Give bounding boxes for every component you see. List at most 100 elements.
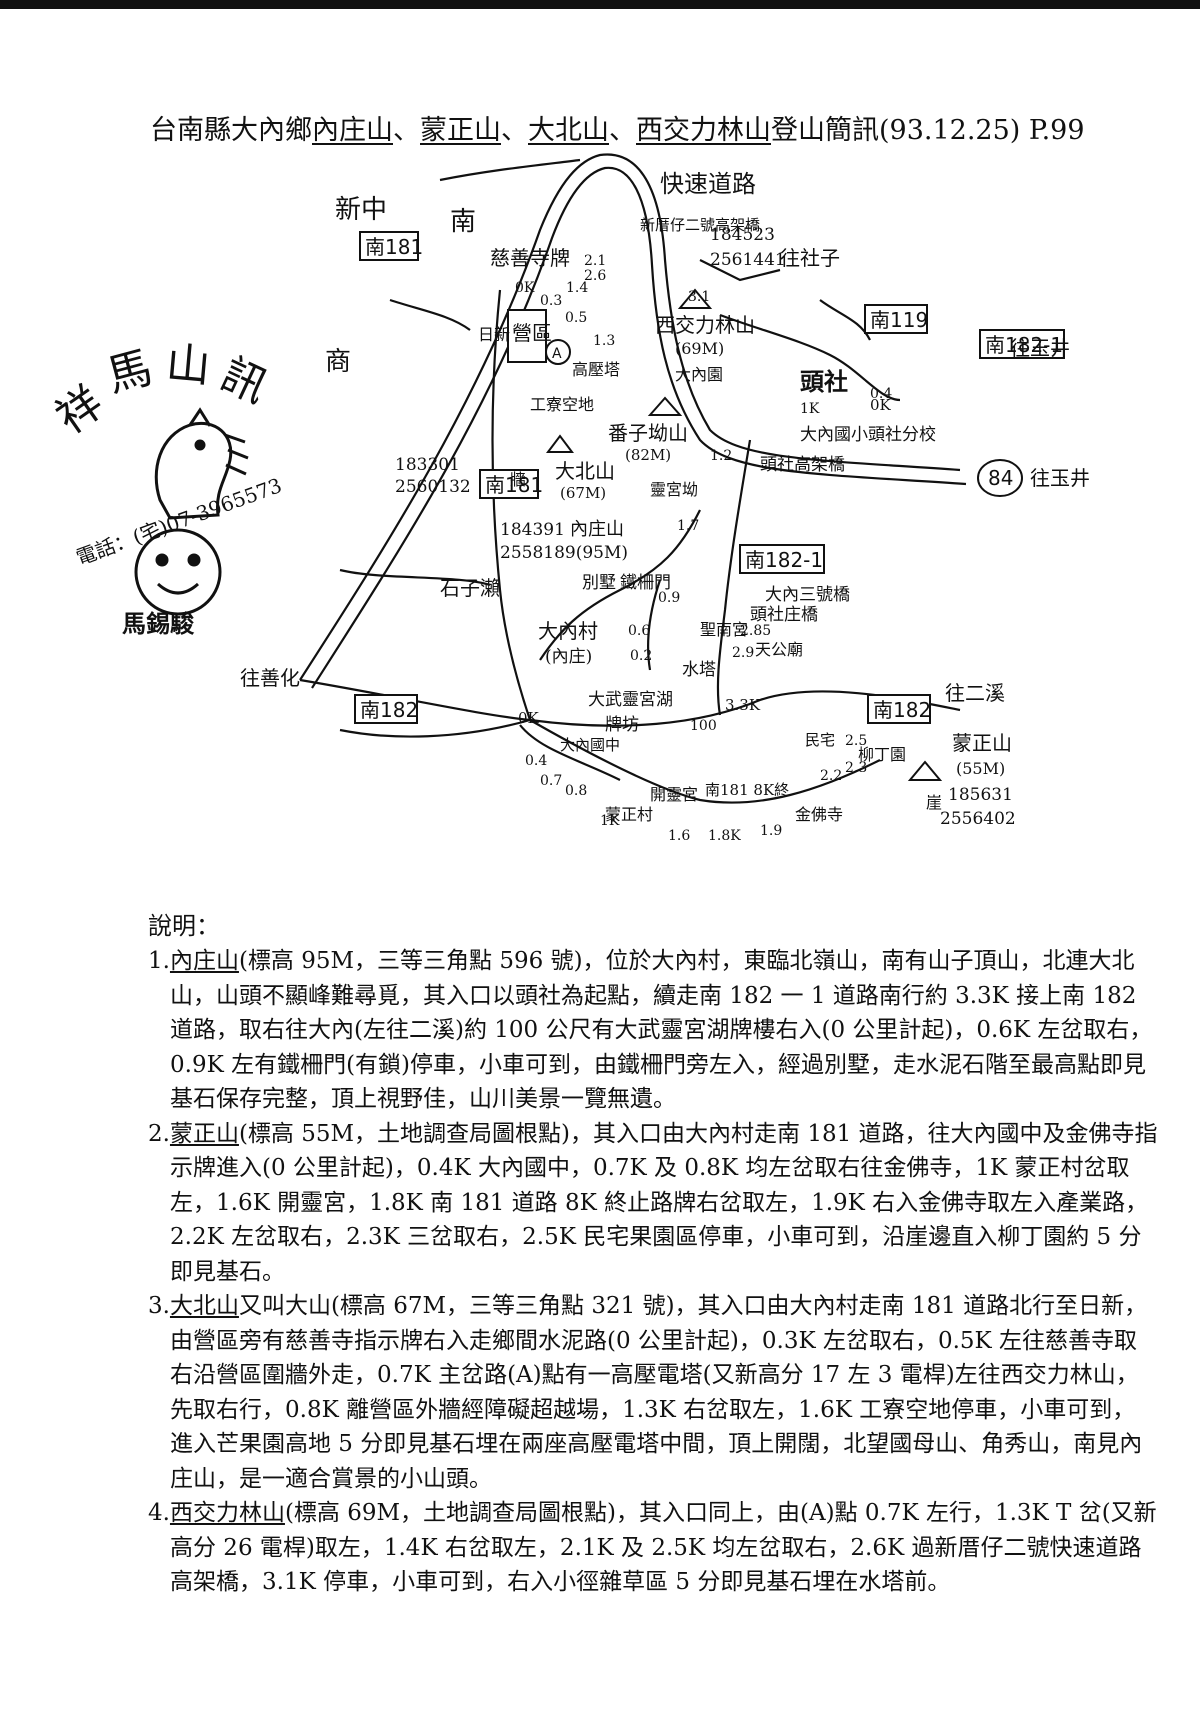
- km-19: 1.9: [760, 823, 782, 839]
- km-04-b: 0.4: [870, 386, 892, 402]
- label-kaiyinggong: 開靈宮: [650, 785, 698, 804]
- label-to-yujing1: 往玉井: [1010, 336, 1070, 360]
- label-to-shezi: 往社子: [780, 246, 840, 270]
- label-toushe-0k: 0K: [870, 396, 892, 414]
- km-14: 1.4: [566, 280, 588, 296]
- note-peak-name: 大北山: [169, 1293, 239, 1319]
- sign-nan182b: 南182: [873, 698, 931, 722]
- label-coord-w2: 2560132: [395, 477, 471, 497]
- km-21: 2.1: [584, 253, 606, 269]
- label-tiezhamen: 鐵柵門: [620, 573, 671, 593]
- route84-shield: [977, 459, 1023, 497]
- stamp-author: 馬錫駿: [122, 609, 195, 638]
- label-danei-cun2: (內庄): [545, 647, 592, 667]
- title-peak-neizhuang: 內庄山: [312, 115, 393, 146]
- label-danei-cun: 大內村: [538, 619, 598, 643]
- km-03: 0.3: [540, 293, 562, 309]
- note-peak-name: 蒙正山: [169, 1120, 239, 1147]
- notes-list: 1.內庄山(標高 95M，三等三角點 596 號)，位於大內村，東臨北嶺山，南有…: [148, 944, 1158, 1600]
- note-item: 2.蒙正山(標高 55M，土地調查局圖根點)，其入口由大內村走南 181 道路，…: [148, 1117, 1158, 1290]
- route-map: 快速道路 新中 南 商 南181 南181 南182 南182 南182-1 南…: [240, 153, 1090, 844]
- label-tousheqiao: 頭社高架橋: [760, 455, 845, 475]
- label-nan181-8k: 南181 8K終: [705, 781, 789, 799]
- km-18: 1.8K: [708, 828, 741, 844]
- label-neizhuang: 內庄山: [570, 519, 624, 540]
- label-to-yujing2: 往玉井: [1030, 466, 1090, 490]
- label-0k-top: 0K: [515, 280, 535, 296]
- km-29: 2.9: [732, 645, 754, 661]
- note-item: 3.大北山又叫大山(標高 67M，三等三角點 321 號)，其入口由大內村走南 …: [148, 1289, 1158, 1496]
- title-sep: 、: [501, 115, 528, 146]
- label-coord-ne1: 184523: [710, 225, 775, 245]
- label-cishansi: 慈善寺牌: [490, 246, 570, 270]
- label-toushe: 頭社: [800, 367, 848, 396]
- label-shang: 商: [325, 347, 351, 377]
- km-1k: 1K: [600, 813, 620, 829]
- label-to-shanhua: 往善化: [240, 666, 300, 690]
- label-100m: 100: [690, 718, 717, 734]
- km-02: 0.2: [630, 648, 652, 664]
- explain-heading: 說明：: [148, 912, 220, 940]
- km-23: 2.3: [845, 760, 867, 776]
- label-mengzheng-cun: 蒙正村: [605, 805, 653, 824]
- note-text: 又叫大山(標高 67M，三等三角點 321 號)，其入口由大內村走南 181 道…: [170, 1293, 1148, 1492]
- label-bieshu: 別墅: [582, 573, 616, 593]
- title-prefix: 台南縣大內鄉: [150, 115, 312, 146]
- label-expressway: 快速道路: [660, 170, 756, 198]
- label-rixin: 日新: [478, 325, 510, 344]
- label-xijiao: 西交力林山: [655, 313, 755, 337]
- label-coord-mz1: 185631: [948, 785, 1013, 805]
- label-tiaoguiqiao: 頭社庄橋: [750, 605, 818, 625]
- triangulation-icon: [677, 288, 713, 309]
- road-nan181: [491, 289, 532, 721]
- note-peak-name: 西交力林山: [169, 1500, 285, 1526]
- label-yuanzi: 民宅: [805, 731, 835, 749]
- top-border: [0, 0, 1200, 9]
- label-daneiguo: 大內國小頭社分校: [800, 425, 936, 445]
- label-nanyinggong: 聖南宮: [700, 620, 748, 639]
- km-17: 1.7: [677, 518, 699, 534]
- expressway-road: [299, 153, 961, 681]
- sign-nan182-1b: 南182-1: [985, 333, 1063, 357]
- sign-nan181b-box: [479, 469, 539, 499]
- stamp-char-3: 山: [164, 340, 212, 393]
- title-peak-dabei: 大北山: [528, 115, 609, 146]
- sign-nan181b: 南181: [485, 473, 543, 497]
- peak-icon-dabei: [546, 434, 574, 453]
- label-ya: 崖: [926, 793, 942, 812]
- sign-nan119-box: [864, 304, 928, 334]
- note-item: 1.內庄山(標高 95M，三等三角點 596 號)，位於大內村，東臨北嶺山，南有…: [148, 944, 1158, 1117]
- peak-icon-mengzheng: [907, 760, 943, 781]
- label-shuita: 水塔: [682, 660, 716, 680]
- label-33k: 3.3K: [725, 696, 761, 714]
- label-daneiyuan: 大內園: [675, 365, 723, 384]
- km-05: 0.5: [565, 310, 587, 326]
- label-gongliao: 工寮空地: [530, 395, 594, 414]
- sign-nan181-box: [359, 231, 419, 261]
- km-06: 0.6: [628, 623, 650, 639]
- label-mengzheng: 蒙正山: [952, 731, 1012, 755]
- title-sep: 、: [609, 115, 636, 146]
- sign-nan182-1b-box: [979, 329, 1065, 359]
- road-nan182: [299, 678, 961, 727]
- label-dabeishan: 大北山: [555, 459, 615, 483]
- road-network: [299, 153, 967, 804]
- title-sep: 、: [393, 115, 420, 146]
- peak-icon-fanzi: [647, 396, 683, 416]
- label-point-a: A: [552, 346, 562, 362]
- note-number: 4.: [148, 1500, 170, 1526]
- km-13: 1.3: [593, 333, 615, 349]
- label-dawu: 大武靈宮湖: [588, 690, 673, 710]
- label-tianmiao: 天公廟: [755, 640, 803, 659]
- road-nan182-1: [716, 439, 752, 716]
- note-text: (標高 55M，土地調查局圖根點)，其入口由大內村走南 181 道路，往大內國中…: [170, 1120, 1158, 1285]
- camp-box: [507, 309, 547, 363]
- label-fanzishan: 番子坳山: [608, 421, 688, 445]
- smiley-face-icon: [134, 528, 222, 616]
- km-26: 2.6: [584, 268, 606, 284]
- label-jinfosi: 金佛寺: [795, 805, 843, 824]
- label-nan: 南: [450, 207, 476, 237]
- author-stamp: 祥 馬 山 訊 電話：(宅)07-3965573 馬錫駿: [50, 340, 285, 638]
- label-shizilai: 石子瀨: [440, 576, 500, 600]
- sign-nan182: 南182: [360, 698, 418, 722]
